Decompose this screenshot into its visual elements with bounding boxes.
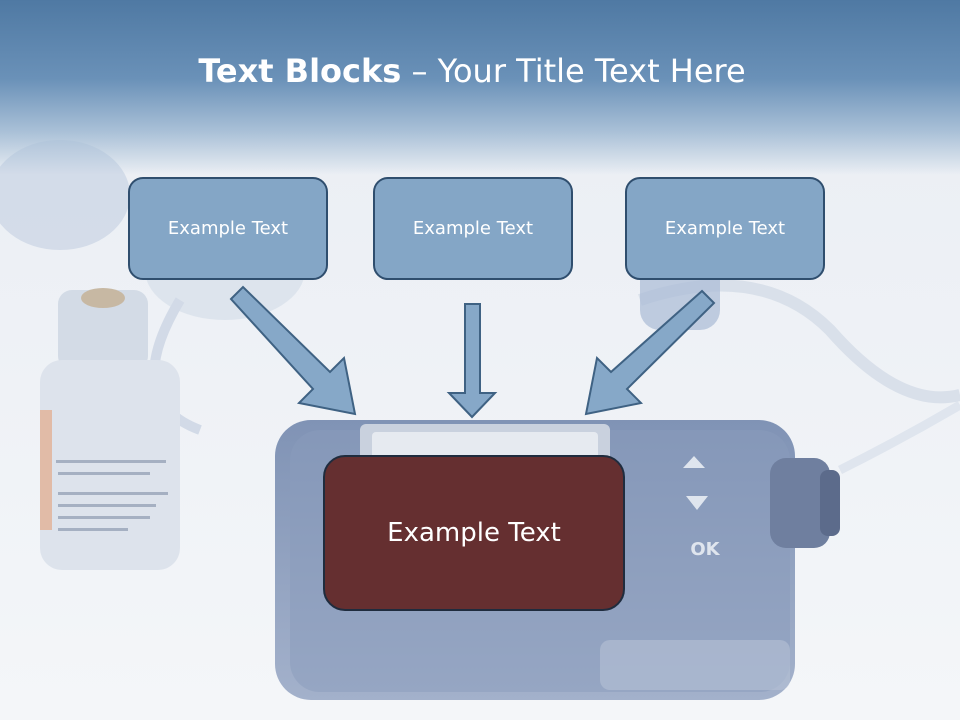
- pump-ok-label: OK: [690, 539, 720, 560]
- title-band: [0, 0, 960, 175]
- text-block-2-label: Example Text: [412, 218, 534, 239]
- text-block-3-label: Example Text: [664, 218, 786, 239]
- main-text-block[interactable]: Example Text: [323, 455, 625, 611]
- arrow-right: [584, 289, 716, 416]
- text-block-1-label: Example Text: [167, 218, 289, 239]
- title-dash: –: [401, 52, 438, 90]
- main-text-block-label: Example Text: [387, 518, 561, 548]
- pump-down-arrow-icon: [686, 496, 708, 510]
- vial-label-text: [56, 460, 168, 531]
- title-bold: Text Blocks: [198, 52, 402, 90]
- pump-up-arrow-icon: [683, 456, 705, 468]
- text-block-2[interactable]: Example Text: [373, 177, 573, 280]
- arrow-left: [229, 285, 357, 416]
- title-rest: Your Title Text Here: [437, 52, 746, 90]
- slide-title[interactable]: Text Blocks – Your Title Text Here: [0, 52, 944, 90]
- arrow-center: [446, 303, 498, 419]
- text-block-1[interactable]: Example Text: [128, 177, 328, 280]
- text-block-3[interactable]: Example Text: [625, 177, 825, 280]
